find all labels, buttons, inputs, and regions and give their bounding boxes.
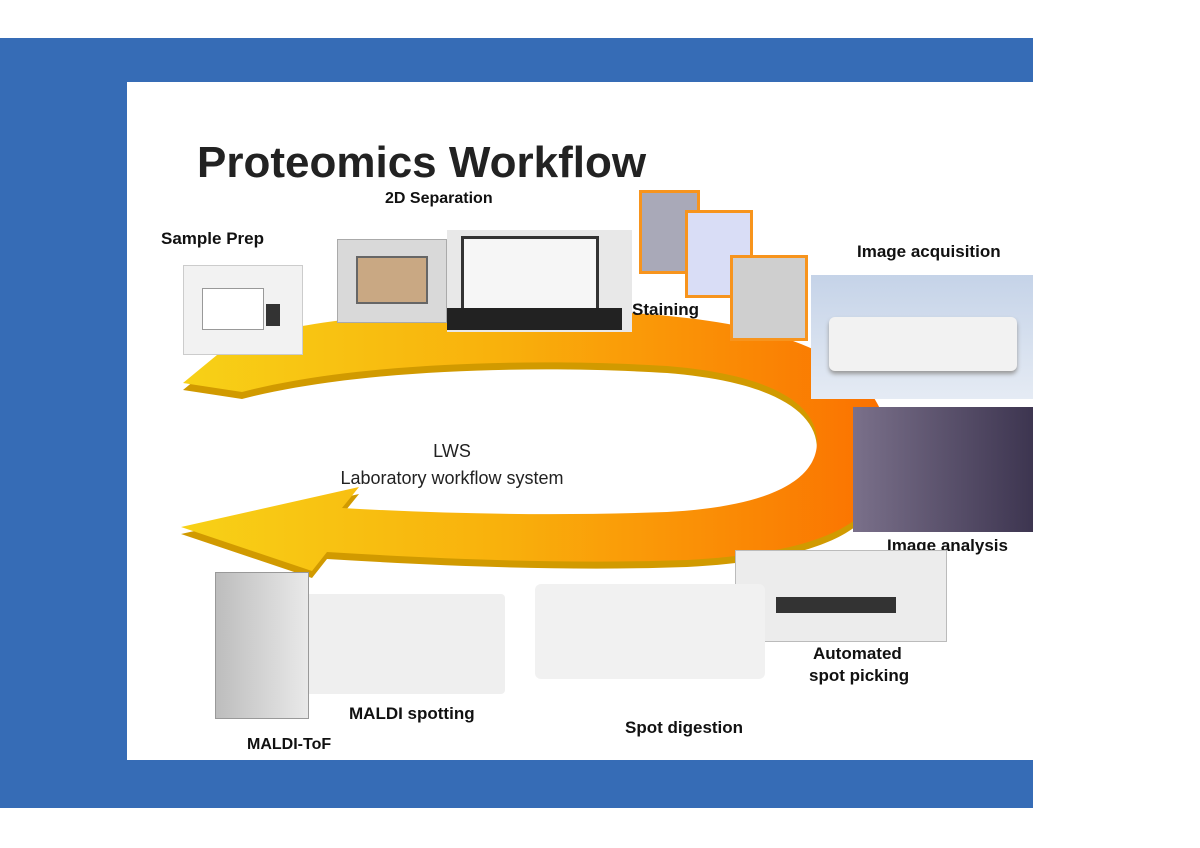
spot-digestion-label: Spot digestion bbox=[625, 718, 744, 737]
slide-title: Proteomics Workflow bbox=[197, 138, 647, 187]
automated-label: Automated bbox=[813, 644, 902, 663]
maldi-spotting-label: MALDI spotting bbox=[349, 704, 475, 723]
slide: Proteomics Workflow Sample Prep 2D Separ… bbox=[127, 82, 1033, 760]
workflow-cycle-arrow bbox=[181, 309, 890, 578]
spot-digestion-photo bbox=[535, 584, 765, 679]
image-acquisition-label: Image acquisition bbox=[857, 242, 1001, 261]
lws-subtitle: Laboratory workflow system bbox=[340, 468, 564, 488]
maldi-spotting-photo bbox=[305, 594, 505, 694]
maldi-tof-label: MALDI-ToF bbox=[247, 736, 332, 753]
sample-prep-label: Sample Prep bbox=[161, 229, 264, 248]
image-acquisition-photo bbox=[811, 275, 1033, 399]
sample-prep-photo bbox=[183, 265, 303, 355]
separation-photo-2 bbox=[447, 230, 632, 332]
2d-separation-label: 2D Separation bbox=[385, 190, 493, 207]
staining-label: Staining bbox=[632, 300, 700, 319]
maldi-tof-photo bbox=[215, 572, 309, 719]
spot-picking-photo bbox=[735, 550, 947, 642]
separation-photo-1 bbox=[337, 239, 447, 323]
workflow-arrow bbox=[181, 309, 890, 571]
lws-title: LWS bbox=[433, 441, 471, 461]
image-analysis-photo bbox=[853, 407, 1033, 532]
spot-picking-label: spot picking bbox=[809, 666, 910, 685]
stained-gel-3 bbox=[730, 255, 808, 341]
